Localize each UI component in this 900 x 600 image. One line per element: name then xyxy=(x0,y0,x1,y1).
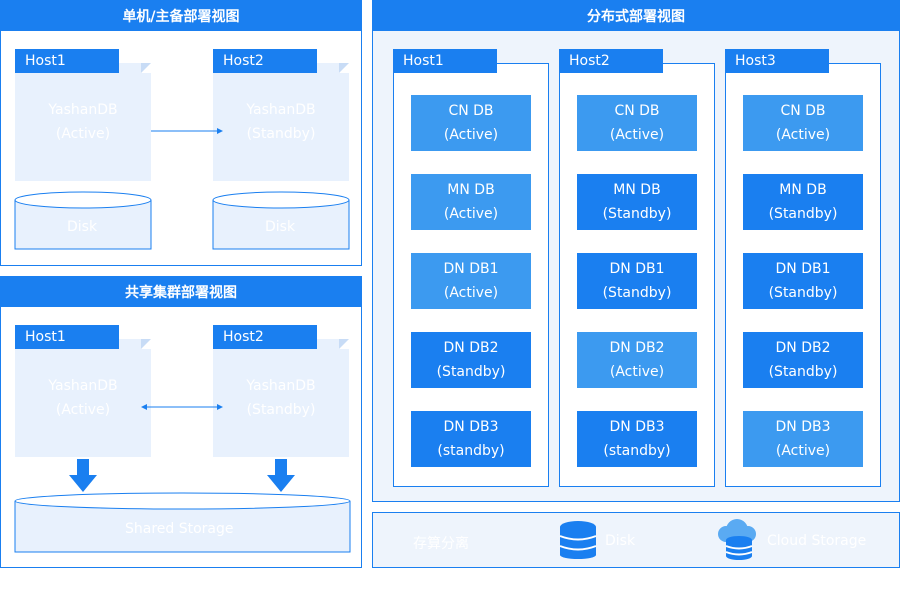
db-node-role: (standby) xyxy=(603,443,671,459)
page-fold-corner xyxy=(141,339,151,349)
shared-storage-icon xyxy=(14,492,351,553)
page-fold-corner xyxy=(339,63,349,73)
db-node-box: DN DB3 (standby) xyxy=(411,411,531,467)
db-node-box: DN DB3 (Active) xyxy=(743,411,863,467)
db-node-role: (Active) xyxy=(775,127,831,143)
page-fold-corner xyxy=(141,63,151,73)
db-node-box: CN DB (Active) xyxy=(743,95,863,151)
db-node-name: CN DB xyxy=(614,103,660,119)
cluster-host1-db-name: YashanDB xyxy=(48,378,118,394)
db-node-role: (Standby) xyxy=(436,364,506,380)
db-node-role: (Active) xyxy=(443,285,499,301)
db-node-box: MN DB (Standby) xyxy=(577,174,697,230)
db-node-name: DN DB1 xyxy=(609,261,665,277)
cluster-host2-db-name: YashanDB xyxy=(246,378,316,394)
db-node-box: DN DB1 (Active) xyxy=(411,253,531,309)
db-node-name: DN DB3 xyxy=(443,419,499,435)
db-node-name: CN DB xyxy=(780,103,826,119)
cluster-host1-db-role: (Active) xyxy=(55,402,111,418)
shared-storage-label: Shared Storage xyxy=(125,521,234,537)
db-node-box: MN DB (Active) xyxy=(411,174,531,230)
db-node-box: DN DB1 (Standby) xyxy=(577,253,697,309)
legend-bar: 存算分离 Disk Cloud Storage xyxy=(372,512,900,568)
host2-down-arrow-icon xyxy=(267,459,295,492)
db-node-role: (Active) xyxy=(443,127,499,143)
db-node-name: CN DB xyxy=(448,103,494,119)
host1-tag: Host1 xyxy=(15,49,119,73)
shared-cluster-panel: 共享集群部署视图 YashanDB (Active) Host1 YashanD… xyxy=(0,276,362,568)
database-icon xyxy=(559,521,597,559)
db-node-box: CN DB (Active) xyxy=(577,95,697,151)
cloud-storage-icon xyxy=(718,519,756,560)
replication-arrow xyxy=(151,128,223,134)
db-node-name: MN DB xyxy=(447,182,495,198)
distributed-host-tag: Host1 xyxy=(393,49,497,73)
page-fold-corner xyxy=(339,339,349,349)
db-node-box: DN DB2 (Active) xyxy=(577,332,697,388)
host2-db-role: (Standby) xyxy=(246,126,316,142)
db-node-box: DN DB2 (Standby) xyxy=(411,332,531,388)
db-node-name: DN DB2 xyxy=(609,340,665,356)
db-node-name: MN DB xyxy=(779,182,827,198)
host2-db-name: YashanDB xyxy=(246,102,316,118)
cluster-host2-tag: Host2 xyxy=(213,325,317,349)
host1-disk-icon xyxy=(14,191,152,250)
db-node-role: (Standby) xyxy=(768,364,838,380)
db-node-name: MN DB xyxy=(613,182,661,198)
host1-db-name: YashanDB xyxy=(48,102,118,118)
legend-disk-label: Disk xyxy=(605,533,636,549)
cluster-host1-tag: Host1 xyxy=(15,325,119,349)
db-node-role: (Active) xyxy=(609,364,665,380)
distributed-host-tag: Host2 xyxy=(559,49,663,73)
host2-disk-icon xyxy=(212,191,350,250)
db-node-role: (Standby) xyxy=(602,285,672,301)
db-node-role: (Standby) xyxy=(768,285,838,301)
db-node-box: DN DB3 (standby) xyxy=(577,411,697,467)
standalone-panel-title: 单机/主备部署视图 xyxy=(1,1,361,31)
db-node-box: DN DB1 (Standby) xyxy=(743,253,863,309)
legend-label: 存算分离 xyxy=(413,536,469,552)
shared-cluster-panel-title: 共享集群部署视图 xyxy=(1,277,361,307)
host2-db-box: YashanDB (Standby) xyxy=(213,63,349,181)
standalone-panel: 单机/主备部署视图 YashanDB (Active) Host1 Yashan… xyxy=(0,0,362,266)
host2-tag: Host2 xyxy=(213,49,317,73)
cluster-host2-db-role: (Standby) xyxy=(246,402,316,418)
db-node-name: DN DB1 xyxy=(443,261,499,277)
legend-cloud-label: Cloud Storage xyxy=(767,533,867,549)
db-node-name: DN DB1 xyxy=(775,261,831,277)
host2-disk-label: Disk xyxy=(265,219,296,235)
distributed-panel-title: 分布式部署视图 xyxy=(373,1,899,31)
sync-double-arrow xyxy=(141,404,223,410)
db-node-role: (Active) xyxy=(443,206,499,222)
db-node-name: DN DB3 xyxy=(775,419,831,435)
db-node-role: (Standby) xyxy=(768,206,838,222)
db-node-role: (standby) xyxy=(437,443,505,459)
db-node-box: MN DB (Standby) xyxy=(743,174,863,230)
distributed-host-tag: Host3 xyxy=(725,49,829,73)
db-node-name: DN DB3 xyxy=(609,419,665,435)
db-node-box: DN DB2 (Standby) xyxy=(743,332,863,388)
db-node-role: (Standby) xyxy=(602,206,672,222)
host1-down-arrow-icon xyxy=(69,459,97,492)
host1-db-box: YashanDB (Active) xyxy=(15,63,151,181)
db-node-role: (Active) xyxy=(609,127,665,143)
host1-db-role: (Active) xyxy=(55,126,111,142)
cluster-host2-db-box: YashanDB (Standby) xyxy=(213,339,349,457)
db-node-role: (Active) xyxy=(775,443,831,459)
db-node-box: CN DB (Active) xyxy=(411,95,531,151)
host1-disk-label: Disk xyxy=(67,219,98,235)
db-node-name: DN DB2 xyxy=(775,340,831,356)
db-node-name: DN DB2 xyxy=(443,340,499,356)
cluster-host1-db-box: YashanDB (Active) xyxy=(15,339,151,457)
